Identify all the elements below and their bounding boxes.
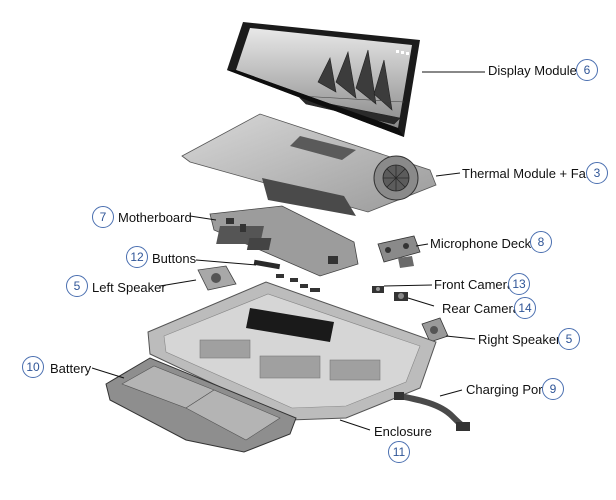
label-buttons: Buttons xyxy=(152,251,197,266)
buttons-part xyxy=(253,259,320,292)
leader-right-speaker xyxy=(445,335,476,340)
callout-number-display-module: 6 xyxy=(576,59,598,81)
leader-rear-camera xyxy=(407,297,435,307)
label-left-speaker: Left Speaker xyxy=(92,280,166,295)
front-camera-part xyxy=(372,286,384,293)
leader-thermal xyxy=(435,172,461,177)
enclosure-part xyxy=(147,281,437,421)
battery-part xyxy=(105,357,297,453)
leader-lines xyxy=(91,71,485,431)
callout-number-buttons: 12 xyxy=(126,246,148,268)
label-rear-camera: Rear Camera xyxy=(442,301,521,316)
label-motherboard: Motherboard xyxy=(118,210,192,225)
leader-buttons xyxy=(195,259,257,266)
callout-number-front-camera: 13 xyxy=(508,273,530,295)
callout-number-thermal-module: 3 xyxy=(586,162,608,184)
thermal-module-part xyxy=(181,113,437,216)
callout-number-right-speaker: 5 xyxy=(558,328,580,350)
left-speaker-part xyxy=(197,265,237,291)
label-enclosure: Enclosure xyxy=(374,424,432,439)
callout-number-left-speaker: 5 xyxy=(66,275,88,297)
leader-front-camera xyxy=(383,284,433,287)
leader-motherboard xyxy=(189,215,217,221)
microphone-deck-part xyxy=(377,235,421,268)
leader-microphone xyxy=(415,243,429,247)
leader-left-speaker xyxy=(159,279,197,287)
callout-number-enclosure: 11 xyxy=(388,441,410,463)
callout-number-charging-port: 9 xyxy=(542,378,564,400)
callout-number-battery: 10 xyxy=(22,356,44,378)
label-charging-port: Charging Port xyxy=(466,382,547,397)
label-front-camera: Front Camera xyxy=(434,277,515,292)
label-thermal-module: Thermal Module + Fan xyxy=(462,166,594,181)
leader-charging-port xyxy=(439,389,463,397)
charging-port-part xyxy=(394,392,470,431)
rear-camera-part xyxy=(394,292,408,301)
label-battery: Battery xyxy=(50,361,92,376)
callout-number-motherboard: 7 xyxy=(92,206,114,228)
label-microphone-deck: Microphone Deck xyxy=(430,236,532,251)
callout-number-rear-camera: 14 xyxy=(514,297,536,319)
leader-enclosure xyxy=(339,419,371,431)
motherboard-part xyxy=(209,205,359,277)
display-module-part xyxy=(227,22,420,137)
label-right-speaker: Right Speaker xyxy=(478,332,561,347)
leader-battery xyxy=(91,367,125,379)
label-display-module: Display Module xyxy=(488,63,577,78)
callout-number-microphone-deck: 8 xyxy=(530,231,552,253)
